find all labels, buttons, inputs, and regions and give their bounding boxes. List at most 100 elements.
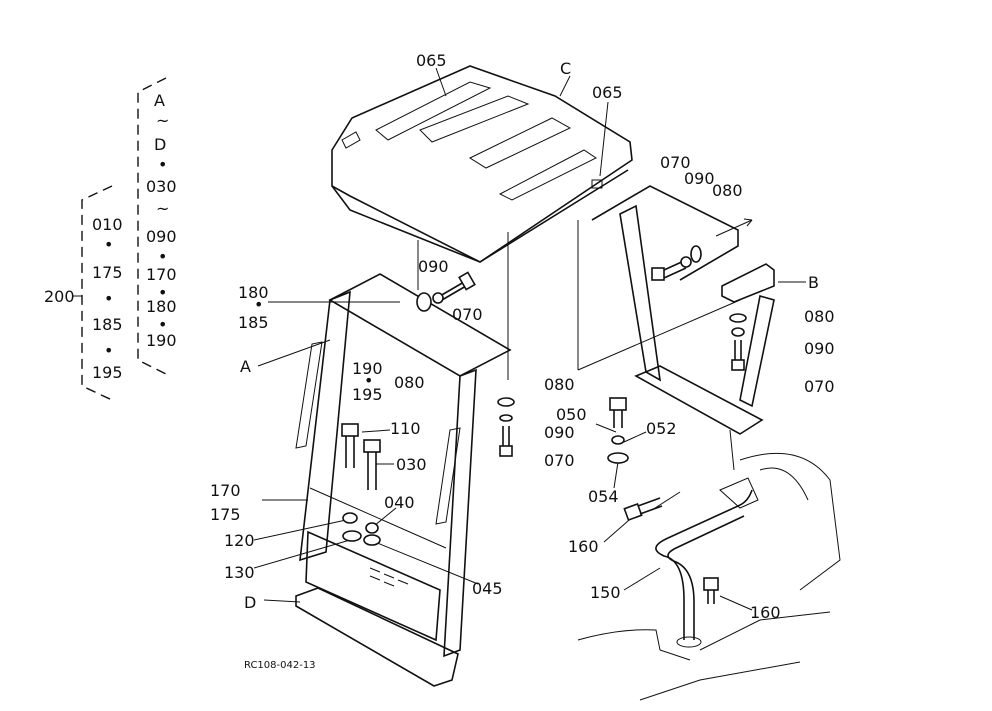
label-185: 185: [238, 313, 269, 332]
tractor-body-outline: [577, 452, 841, 701]
leader-050: [595, 423, 617, 433]
bolt-070a-icon: [439, 281, 467, 301]
label-070c: 070: [544, 451, 575, 470]
bolt-030-shank-icon: [367, 452, 377, 490]
body-panel-2: [699, 611, 831, 651]
leader-040: [373, 507, 397, 527]
fender-outline-2: [759, 467, 809, 501]
ref-col-a-0: 010: [92, 215, 123, 234]
ref-col-a-dot-0: •: [104, 235, 113, 254]
leader-150: [623, 567, 661, 591]
label-065b: 065: [592, 83, 623, 102]
label-090d: 090: [804, 339, 835, 358]
ref-col-a-2: 185: [92, 315, 123, 334]
dot-180: •: [254, 295, 263, 314]
washer-090d-icon: [731, 327, 745, 337]
label-a: A: [240, 357, 251, 376]
label-190: 190: [352, 359, 383, 378]
leader-a: [257, 339, 331, 367]
drawing-code: RC108-042-13: [244, 660, 316, 671]
roof-rib-2: [419, 95, 530, 143]
ref-col-b-0: A: [154, 91, 165, 110]
washer-090a-icon: [432, 292, 444, 304]
callout-labels: 065 C 065 090 070 180 • 185 190 • 195 08…: [210, 51, 835, 671]
label-052: 052: [646, 419, 677, 438]
pipe-assembly: [655, 477, 759, 648]
pipe-foot: [676, 636, 702, 648]
ref-col-a-3: 195: [92, 363, 123, 382]
label-080b: 080: [544, 375, 575, 394]
ref-col-b-2: 030: [146, 177, 177, 196]
bolt-070c-head-icon: [499, 445, 513, 457]
frame-b-foot: [634, 365, 764, 435]
leader-160a-pipe: [651, 491, 681, 511]
leader-160b: [719, 595, 753, 611]
washer-090c-icon: [499, 414, 513, 422]
reference-bracket-group: 200 010 • 175 • 185 • 195 A ~ D • 030 ~ …: [44, 77, 177, 401]
frame-b-cross-bracket: [721, 263, 775, 303]
washer-130-icon: [342, 530, 362, 542]
label-170: 170: [210, 481, 241, 500]
roof-vent-right: [591, 179, 603, 189]
frame-a-top-beam: [328, 273, 512, 377]
frame-a-vent-slots: [369, 567, 409, 587]
label-080c: 080: [712, 181, 743, 200]
label-050: 050: [556, 405, 587, 424]
washer-054-icon: [607, 452, 629, 464]
bolt-050-head-icon: [609, 397, 627, 411]
bracket-outer: [81, 185, 113, 401]
roof-lower-rim: [331, 169, 629, 263]
bolt-070c-icon: [502, 426, 510, 446]
washer-080a-icon: [416, 292, 432, 312]
bracket-inner: [137, 77, 167, 375]
label-070d: 070: [804, 377, 835, 396]
fitting-160b-icon: [703, 577, 719, 591]
base-plate-edge: [295, 605, 435, 687]
ref-col-b-dot-2: •: [158, 283, 167, 302]
washer-052-icon: [611, 435, 625, 445]
pipe-150: [655, 489, 753, 640]
leader-b-link: [577, 299, 741, 371]
ref-col-b-dot-3: •: [158, 315, 167, 334]
ref-col-b-5: 180: [146, 297, 177, 316]
fender-outline: [739, 452, 841, 591]
frame-b-front-leg: [619, 204, 662, 382]
bolt-070b-head-icon: [651, 267, 665, 281]
bolt-070a-head-icon: [458, 271, 476, 291]
label-090b: 090: [684, 169, 715, 188]
base-plate-d: [295, 587, 459, 687]
fasteners: [341, 245, 747, 604]
washer-080c-icon: [690, 245, 702, 263]
roof-rib-1: [375, 81, 492, 141]
leader-045: [369, 539, 479, 585]
leader-120: [253, 519, 347, 541]
label-090a: 090: [418, 257, 449, 276]
label-045: 045: [472, 579, 503, 598]
leader-110: [361, 429, 391, 433]
fitting-160a-body-icon: [637, 497, 663, 515]
label-054: 054: [588, 487, 619, 506]
ref-200: 200: [44, 287, 75, 306]
label-065a: 065: [416, 51, 447, 70]
nut-040-icon: [365, 522, 379, 534]
frame-a-crossbar: [309, 487, 447, 549]
dot-190: •: [364, 371, 373, 390]
label-070b: 070: [660, 153, 691, 172]
label-180: 180: [238, 283, 269, 302]
frame-a-handle-right: [435, 427, 461, 525]
ref-col-b-6: 190: [146, 331, 177, 350]
label-195: 195: [352, 385, 383, 404]
bolt-070d-icon: [734, 340, 742, 360]
bolt-110-shank-icon: [345, 436, 355, 468]
frame-b-arrow-shaft: [715, 219, 753, 237]
frame-b-top-plate: [591, 185, 739, 281]
washer-080b-icon: [497, 397, 515, 407]
roof-rib-3: [468, 117, 572, 169]
bolt-110-head-icon: [341, 423, 359, 437]
bolt-070d-head-icon: [731, 359, 745, 371]
washer-080d-icon: [729, 313, 747, 323]
label-d: D: [244, 593, 256, 612]
frame-a: [295, 273, 512, 658]
